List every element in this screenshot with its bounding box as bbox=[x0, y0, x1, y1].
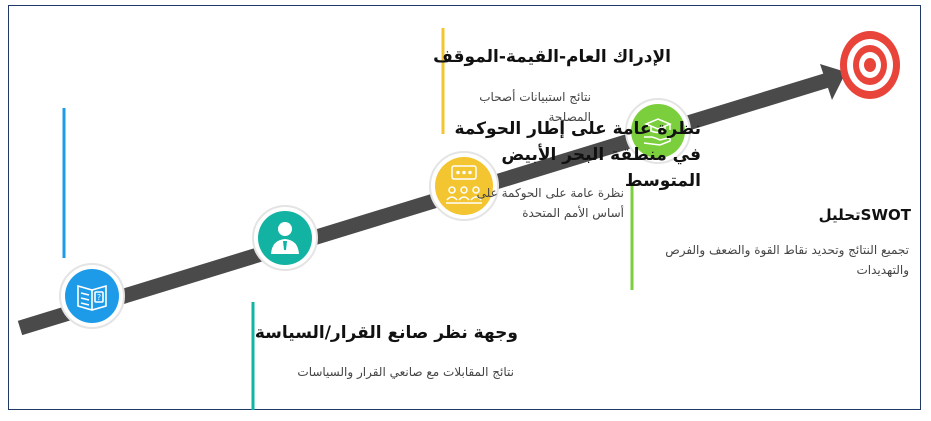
step4-title: SWOTتحليل bbox=[818, 206, 911, 224]
svg-text:?: ? bbox=[97, 293, 101, 302]
step3-title: الإدراك العام-القيمة-الموقف bbox=[433, 47, 671, 67]
step4-node bbox=[625, 98, 691, 164]
step1-node: ? bbox=[59, 263, 125, 329]
person-icon bbox=[271, 222, 299, 254]
graduation-hand-icon bbox=[643, 118, 672, 146]
book-question-icon: ? bbox=[77, 284, 107, 311]
group-discussion-icon bbox=[446, 165, 482, 204]
step1-desc: نظرة عامة على الحوكمة على أساس الأمم الم… bbox=[476, 186, 624, 220]
step3-desc: نتائج استبيانات أصحاب المصلحة bbox=[479, 90, 591, 124]
target-icon bbox=[840, 31, 900, 99]
step2-title: وجهة نظر صانع القرار/السياسة bbox=[254, 323, 518, 343]
step3-node bbox=[429, 151, 499, 221]
arrow-shaft bbox=[17, 72, 831, 336]
step1-title: نظرة عامة على إطار الحوكمة في منطقة البح… bbox=[454, 119, 701, 191]
step2-node bbox=[252, 205, 318, 271]
arrow-head bbox=[820, 64, 846, 100]
diagram-frame bbox=[8, 5, 921, 410]
step4-desc: تجميع النتائج وتحديد نقاط القوة والضعف و… bbox=[665, 243, 909, 277]
step2-desc: نتائج المقابلات مع صانعي القرار والسياسا… bbox=[297, 365, 514, 379]
